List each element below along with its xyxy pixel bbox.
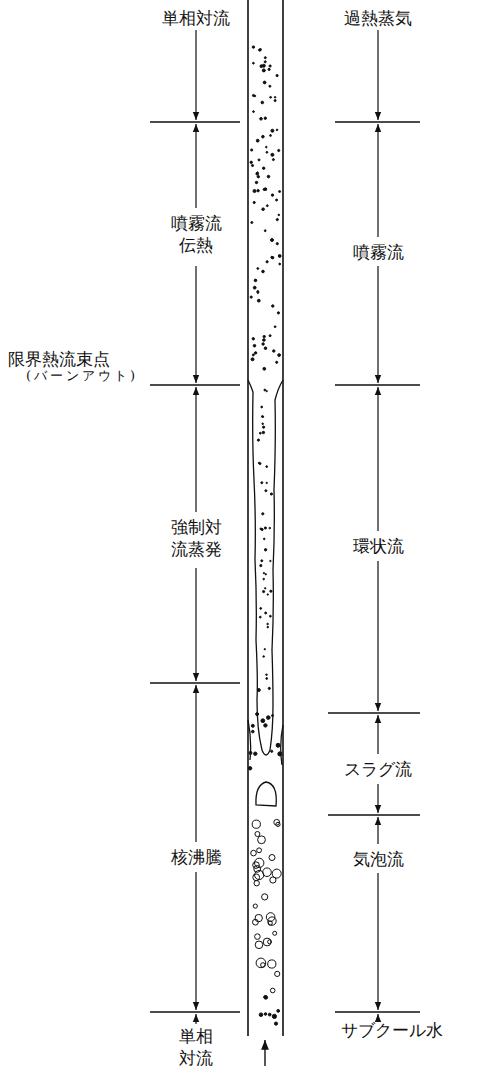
zone-note: (バーンアウト) [26,368,146,385]
zone-label: 限界熱流束点 [8,348,148,370]
boundary-line [150,122,420,1012]
regime-label: 過熱蒸気 [333,7,423,29]
zone-label: 核沸騰 [161,846,231,868]
regime-label: サブクール水 [337,1019,447,1041]
regime-label: 環状流 [343,535,413,557]
regime-label: 噴霧流 [343,241,413,263]
regime-label: スラグ流 [333,758,423,780]
tube-wall [248,0,283,1036]
zone-label: 単相 対流 [174,1025,218,1069]
zone-label: 噴霧流 伝熱 [166,212,226,256]
zone-label: 単相対流 [151,7,241,29]
range-arrow [196,30,378,1024]
droplet-pattern [248,46,282,1025]
inflow-arrow [264,1040,265,1066]
zone-label: 強制対 流蒸発 [166,516,226,560]
liquid-film [248,380,283,806]
regime-label: 気泡流 [343,848,413,870]
